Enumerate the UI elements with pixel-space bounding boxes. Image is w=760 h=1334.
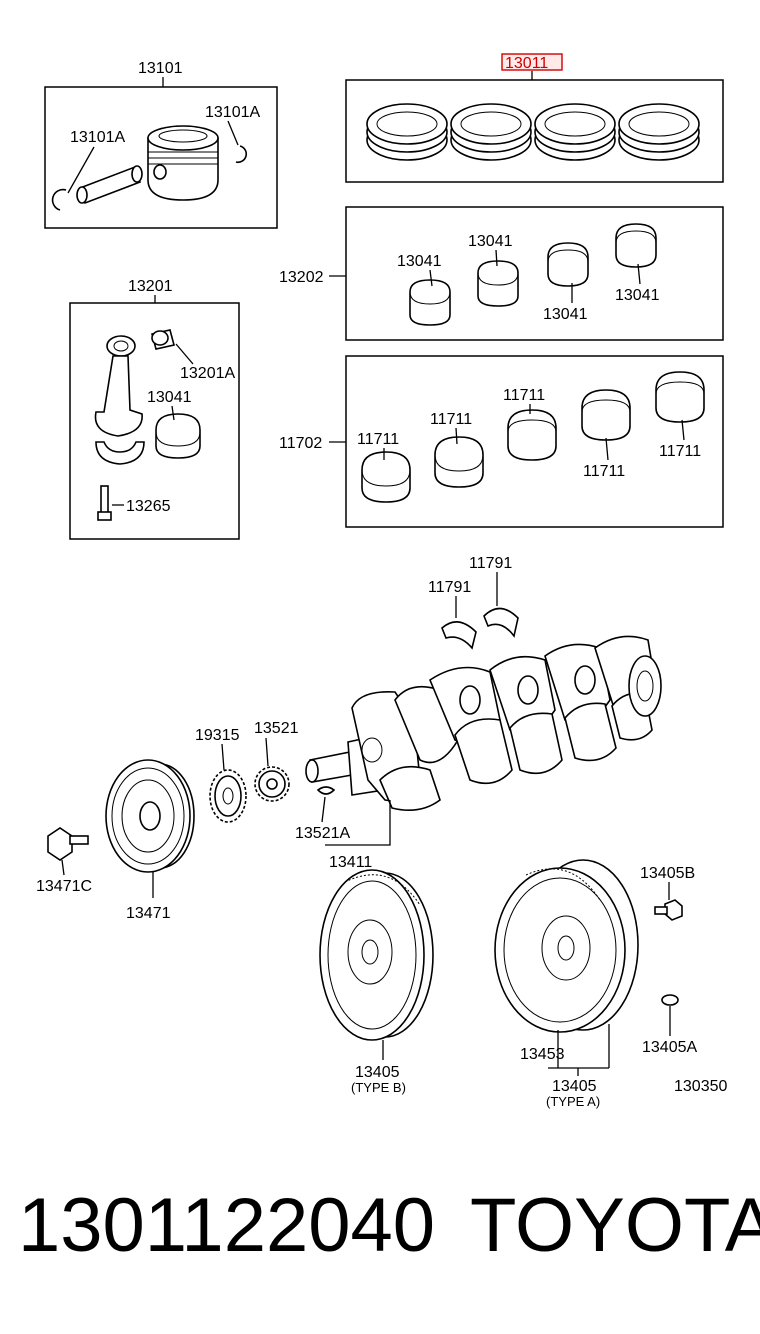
rod-bearing-shell-4-icon [615,223,657,268]
snap-ring-right-label[interactable]: 13101A [205,104,260,121]
rod-bolt-icon [97,485,112,521]
pulley-bolt-icon [47,827,89,861]
rod-bushing-icon [151,329,175,350]
crankshaft-label[interactable]: 13411 [329,854,372,871]
flywheel-type-a-label[interactable]: 13405 [552,1078,597,1095]
piston-ring-set-2-icon [450,103,532,161]
piston-rings-group: 13011 [345,53,724,183]
main-bearing-3-label[interactable]: 11711 [503,387,545,404]
main-bearing-1-label[interactable]: 11711 [357,431,399,448]
rod-bolt-label[interactable]: 13265 [126,498,171,515]
main-bearing-group: 11702 11711 11711 11711 11711 [279,355,724,528]
highlight-box [501,53,563,71]
rod-bearing-shell-3-icon [547,242,589,287]
flywheel-type-a-type[interactable]: (TYPE A) [546,1094,600,1109]
timing-rotor-label[interactable]: 19315 [195,727,240,744]
rod-bearing-2-label[interactable]: 13041 [468,233,513,250]
main-bearing-5-label[interactable]: 11711 [659,443,701,460]
piston-ring-set-1-icon [366,103,448,161]
flywheel-pin-label[interactable]: 13405A [642,1039,697,1056]
main-bearing-shell-2-icon [434,436,484,488]
main-bearing-shell-1-icon [361,451,411,503]
piston-icon [147,125,219,201]
footer-part-number: 1301122040 [18,1183,436,1268]
thrust-washer-upper-label[interactable]: 11791 [469,555,512,572]
ring-gear-label[interactable]: 13453 [520,1046,565,1063]
connecting-rod-group: 13201 13201A 13041 13265 [69,278,240,540]
rod-bearing-group: 13202 13041 13041 13041 13041 [279,206,724,341]
main-bearing-shell-5-icon [655,371,705,423]
rod-bearing-shell-2-icon [477,260,519,307]
main-bearing-4-label[interactable]: 11711 [583,463,625,480]
main-bearing-shell-3-icon [507,409,557,461]
piston-pin-icon [76,165,143,205]
rod-bearing-label[interactable]: 13041 [147,389,192,406]
crankshaft-bracket [325,800,391,846]
crankshaft-icon [305,635,662,811]
timing-rotor-icon [209,769,247,823]
crank-gear-icon [254,766,290,802]
piston-group-title[interactable]: 13101 [138,60,183,77]
flywheel-type-b-label[interactable]: 13405 [355,1064,400,1081]
snap-ring-left-icon [51,188,67,211]
piston-rings-title[interactable]: 13011 [505,55,548,72]
figure-code[interactable]: 130350 [674,1078,727,1095]
rod-bearing-group-title[interactable]: 13202 [279,269,324,286]
rod-bearing-icon [155,413,201,459]
snap-ring-right-icon [235,145,248,164]
crank-pulley-icon [105,759,195,873]
rod-bearing-4-label[interactable]: 13041 [615,287,660,304]
connecting-rod-icon [94,335,145,465]
main-bearing-group-title[interactable]: 11702 [279,435,322,452]
connecting-rod-title[interactable]: 13201 [128,278,173,295]
thrust-washers: 11791 11791 [428,555,519,650]
rod-bushing-label[interactable]: 13201A [180,365,235,382]
flywheel-type-b-type[interactable]: (TYPE B) [351,1080,406,1095]
rod-bearing-shell-1-icon [409,279,451,326]
thrust-washer-lower-label[interactable]: 11791 [428,579,471,596]
pulley-bolt-label[interactable]: 13471C [36,878,92,895]
flywheel-bolt-icon [654,899,683,921]
piston-group: 13101 13101A 13101A [44,60,278,229]
footer-brand: TOYOTA [470,1183,760,1268]
flywheel-bolt-label[interactable]: 13405B [640,865,695,882]
rod-bearing-3-label[interactable]: 13041 [543,306,588,323]
thrust-washer-1-icon [441,621,477,650]
rod-bearing-1-label[interactable]: 13041 [397,253,442,270]
flywheel-type-b-icon [319,869,434,1041]
thrust-washer-2-icon [483,607,519,638]
main-bearing-shell-4-icon [581,389,631,441]
flywheel-pin-icon [661,994,679,1006]
snap-ring-left-label[interactable]: 13101A [70,129,125,146]
main-bearing-2-label[interactable]: 11711 [430,411,472,428]
piston-ring-set-3-icon [534,103,616,161]
crank-pulley-label[interactable]: 13471 [126,905,171,922]
crank-key-icon [316,786,336,795]
flywheel-type-a-icon [494,859,639,1033]
crank-key-label[interactable]: 13521A [295,825,350,842]
piston-ring-set-4-icon [618,103,700,161]
crank-gear-label[interactable]: 13521 [254,720,299,737]
